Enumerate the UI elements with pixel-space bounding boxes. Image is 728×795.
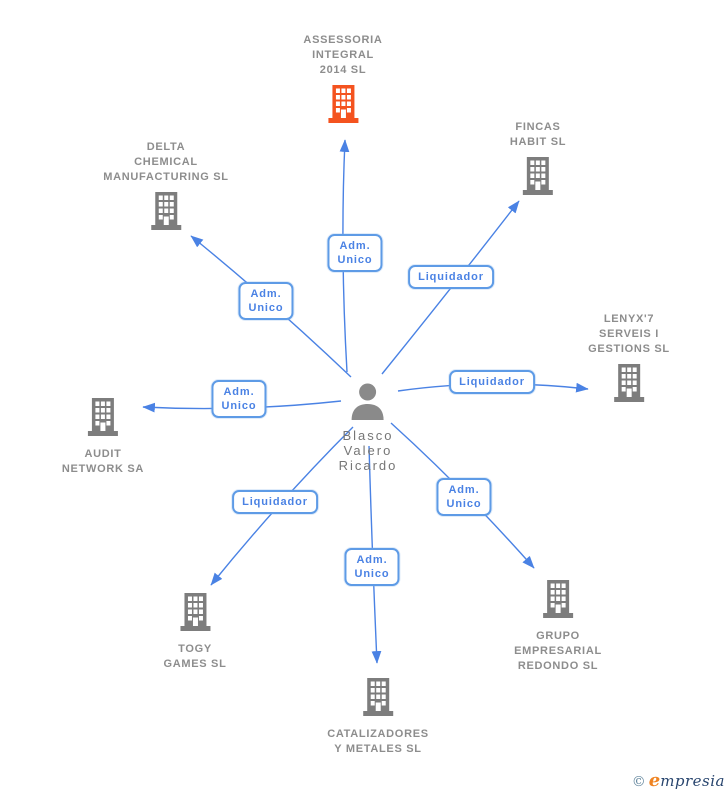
brand-initial: e [648, 770, 661, 791]
building-icon [177, 593, 213, 636]
company-node-fincas[interactable]: FINCAS HABIT SL [510, 120, 566, 200]
person-node-blasco-valero-ricardo[interactable]: Blasco Valero Ricardo [339, 383, 398, 473]
building-icon [520, 157, 556, 200]
relation-label-liquidador-lenyx: Liquidador [449, 370, 535, 394]
company-name: CATALIZADORES Y METALES SL [327, 728, 429, 755]
relation-label-liquidador-fincas: Liquidador [408, 265, 494, 289]
building-icon [540, 580, 576, 623]
building-icon [325, 85, 361, 128]
company-name: DELTA CHEMICAL MANUFACTURING SL [103, 141, 229, 183]
person-name: Blasco Valero Ricardo [338, 428, 398, 473]
relation-label-adm-unico-delta: Adm.Unico [238, 282, 294, 320]
company-node-lenyx[interactable]: LENYX'7 SERVEIS I GESTIONS SL [588, 312, 670, 407]
company-name: FINCAS HABIT SL [509, 121, 567, 148]
company-node-delta[interactable]: DELTA CHEMICAL MANUFACTURING SL [103, 140, 228, 235]
brand-name: mpresia [660, 772, 725, 790]
empresia-logo[interactable]: ©empresia [632, 770, 725, 791]
company-node-audit[interactable]: AUDIT NETWORK SA [62, 398, 144, 477]
company-name: AUDIT NETWORK SA [61, 448, 145, 475]
building-icon [148, 192, 184, 235]
copyright-icon: © [631, 774, 646, 790]
relation-label-adm-unico-assessoria: Adm.Unico [327, 234, 383, 272]
company-node-catalizadores[interactable]: CATALIZADORES Y METALES SL [327, 678, 429, 757]
company-node-assessoria[interactable]: ASSESSORIA INTEGRAL 2014 SL [303, 33, 382, 128]
relation-label-adm-unico-audit: Adm.Unico [211, 380, 267, 418]
building-icon [85, 398, 121, 441]
building-icon [360, 678, 396, 721]
company-name: GRUPO EMPRESARIAL REDONDO SL [514, 630, 602, 672]
person-icon [349, 383, 387, 425]
relation-label-liquidador-togy: Liquidador [232, 490, 318, 514]
building-icon [611, 364, 647, 407]
company-name: ASSESSORIA INTEGRAL 2014 SL [303, 34, 383, 76]
company-node-grupo[interactable]: GRUPO EMPRESARIAL REDONDO SL [514, 580, 602, 674]
company-name: LENYX'7 SERVEIS I GESTIONS SL [588, 313, 670, 355]
company-name: TOGY GAMES SL [163, 643, 227, 670]
relation-label-adm-unico-grupo: Adm.Unico [436, 478, 492, 516]
company-node-togy[interactable]: TOGY GAMES SL [163, 593, 226, 672]
relation-label-adm-unico-catalizadores: Adm.Unico [344, 548, 400, 586]
